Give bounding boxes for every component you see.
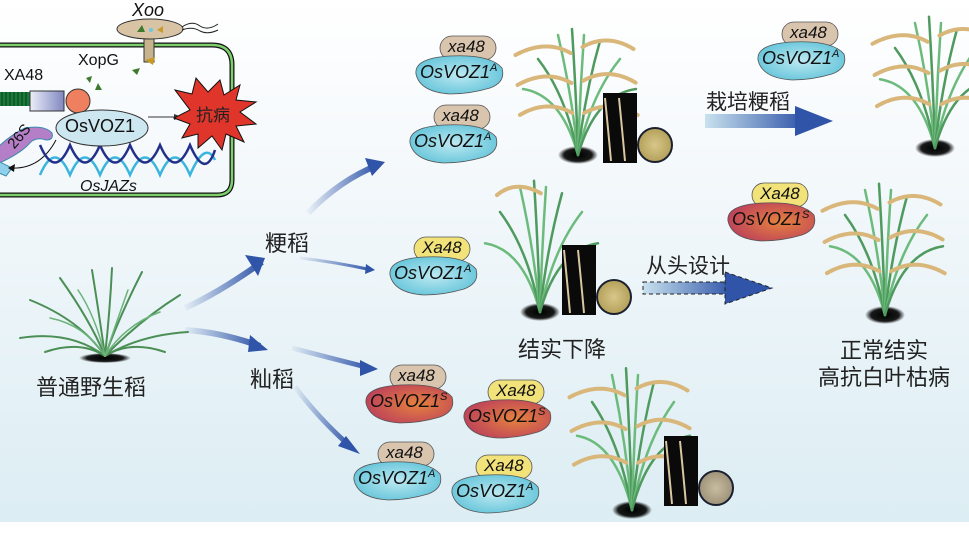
de-novo-design-label: 从头设计 (646, 254, 730, 278)
osvoz1-allele-shape (365, 384, 454, 424)
allele-superscript: S (440, 391, 448, 403)
xopg-label: XopG (78, 52, 119, 69)
genotype-shape (463, 379, 552, 439)
osvoz1-allele-shape (415, 55, 504, 95)
panicle-photo-tile (664, 436, 698, 506)
japonica-normal-plant (513, 27, 673, 164)
flow-arrows (183, 106, 833, 454)
allele-superscript: A (484, 131, 492, 143)
arrow-japonica-to-top (305, 162, 380, 216)
genotype-shape (409, 104, 498, 164)
osvoz1-allele-shape (353, 461, 442, 501)
osvoz1-allele-label: OsVOZ1A (762, 48, 840, 68)
osvoz1-allele-shape (757, 41, 846, 81)
allele-superscript: A (526, 481, 534, 493)
genotype-shape (757, 21, 846, 81)
cell-panel (0, 18, 258, 198)
osvoz1-allele-label: OsVOZ1S (370, 391, 448, 411)
panicle-photo-tile (603, 93, 637, 163)
indica-label: 籼稻 (250, 368, 295, 393)
receptor-allele-label: Xa48 (422, 238, 462, 257)
disease-resistance-label: 抗病 (196, 106, 230, 126)
osvoz1-allele-label: OsVOZ1A (394, 263, 472, 283)
osvoz1-ellipse (55, 109, 149, 147)
osvoz1-allele-label: OsVOZ1S (468, 406, 546, 426)
xoo-label: Xoo (132, 0, 165, 20)
genotype-shape (415, 35, 504, 95)
allele-superscript: S (802, 209, 810, 221)
normal-seed-set-label: 正常结实 (840, 339, 929, 364)
genotype-shape (389, 236, 478, 296)
arrow-de-novo-design (642, 281, 734, 295)
cultivate-japonica-label: 栽培粳稻 (706, 90, 790, 114)
japonica-label: 粳稻 (265, 232, 310, 257)
xa48-receptor-label: XA48 (4, 67, 44, 84)
receptor-allele-label: xa48 (448, 37, 485, 56)
receptor-allele-label: xa48 (442, 106, 479, 125)
osjazs-label: OsJAZs (80, 178, 137, 195)
osvoz1-allele-shape (451, 474, 540, 514)
disease-resistance-burst-icon (172, 76, 258, 152)
allele-superscript: A (490, 62, 498, 74)
wild-rice-label: 普通野生稻 (36, 376, 147, 401)
arrow-to-japonica (183, 259, 264, 311)
receptor-allele-label: Xa48 (496, 381, 536, 400)
xa48-receptor-icon (0, 88, 91, 114)
osvoz1-allele-label: OsVOZ1S (732, 209, 810, 229)
osvoz1-allele-shape (389, 256, 478, 296)
grain-sample-icon (637, 127, 673, 163)
genotype-shape (365, 364, 454, 424)
osvoz1-allele-label: OsVOZ1A (420, 62, 498, 82)
genotype-shape (451, 454, 540, 514)
arrow-japonica-to-mid (299, 256, 373, 272)
osvoz1-allele-label: OsVOZ1A (358, 468, 436, 488)
panicle-photo-tile (562, 245, 596, 315)
receptor-allele-label: Xa48 (760, 184, 800, 203)
osvoz1-allele-shape (463, 399, 552, 439)
genotype-shape (353, 441, 442, 501)
genotype-shape (727, 182, 816, 242)
osvoz1-allele-label: OsVOZ1A (414, 131, 492, 151)
dna-helix-icon (38, 141, 217, 179)
grain-sample-icon (698, 470, 734, 506)
high-resistance-label: 高抗白叶枯病 (818, 366, 951, 391)
indica-plant (567, 367, 734, 519)
receptor-allele-label: xa48 (398, 366, 435, 385)
allele-superscript: A (428, 468, 436, 480)
allele-superscript: A (464, 263, 472, 275)
osvoz1-label: OsVOZ1 (65, 116, 136, 136)
cultivated-japonica-plant (870, 15, 969, 157)
receptor-allele-label: xa48 (790, 23, 827, 42)
designed-resistant-plant (820, 182, 947, 324)
grain-sample-icon (596, 279, 632, 315)
receptor-allele-label: Xa48 (484, 456, 524, 475)
arrow-to-indica (184, 327, 261, 349)
osvoz1-allele-shape (727, 202, 816, 242)
reduced-seed-set-plant (483, 179, 632, 321)
arrow-indica-to-a (293, 385, 354, 450)
osvoz1-allele-label: OsVOZ1A (456, 481, 534, 501)
wild-rice-plant-icon (19, 267, 189, 363)
osvoz1-allele-shape (409, 124, 498, 164)
reduced-seed-set-label: 结实下降 (518, 338, 607, 363)
receptor-allele-label: xa48 (386, 443, 423, 462)
proteasome-26s-icon (0, 126, 57, 177)
allele-superscript: A (832, 48, 840, 60)
arrow-indica-to-s (291, 345, 371, 371)
arrow-cultivate-japonica (705, 114, 805, 128)
xoo-bacterium-icon (116, 18, 219, 65)
allele-superscript: S (538, 406, 546, 418)
